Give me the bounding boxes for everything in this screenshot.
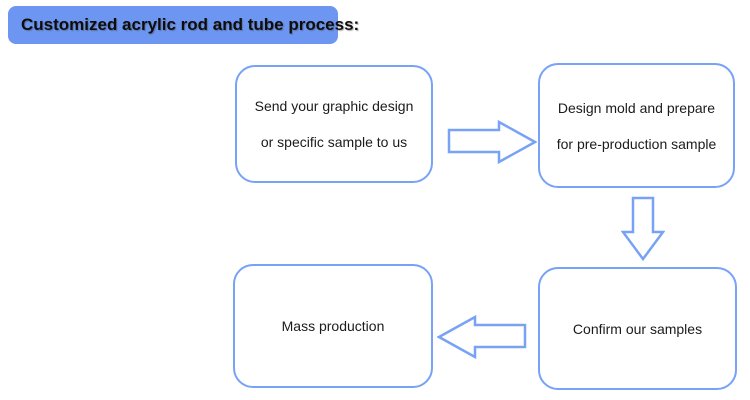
step-text-line: for pre-production sample — [556, 135, 717, 152]
step-text-line: Mass production — [281, 318, 385, 334]
step-text-line: Send your graphic design — [254, 98, 414, 114]
flow-step-confirm-samples: Confirm our samples — [538, 267, 737, 390]
flow-step-mass-production: Mass production — [233, 264, 433, 388]
step-text-line: or specific sample to us — [260, 134, 408, 150]
flow-step-design-mold: Design mold and prepare for pre-producti… — [538, 63, 735, 188]
arrow-down-icon — [621, 196, 665, 262]
flow-step-send-design: Send your graphic design or specific sam… — [235, 65, 433, 183]
page-title: Customized acrylic rod and tube process: — [8, 6, 359, 44]
step-text-line: Confirm our samples — [572, 320, 703, 337]
arrow-left-icon — [437, 315, 527, 359]
step-text-line: Design mold and prepare — [557, 99, 716, 116]
arrow-right-icon — [447, 120, 537, 164]
